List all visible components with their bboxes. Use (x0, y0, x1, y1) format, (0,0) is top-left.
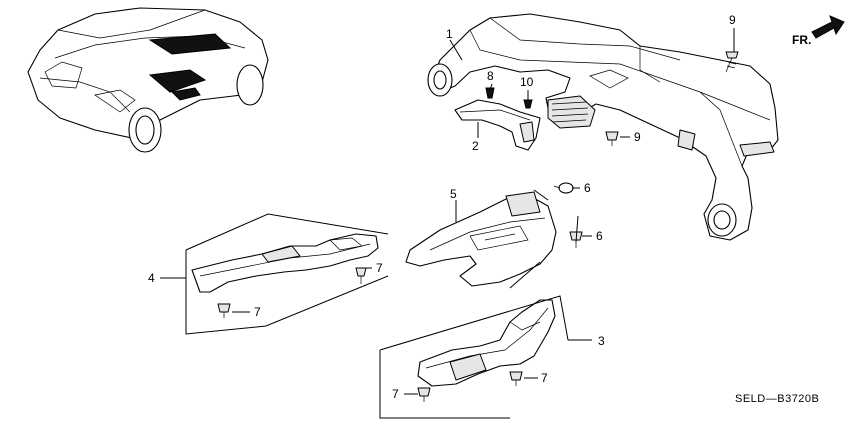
part-3-duct (417, 299, 556, 387)
callout-1: 1 (446, 27, 453, 41)
callout-5: 5 (450, 187, 457, 201)
callout-8: 8 (487, 69, 494, 83)
car-illustration (27, 7, 269, 153)
callout-9b: 9 (634, 130, 641, 144)
diagram-code: SELD—B3720B (735, 393, 819, 405)
callout-7c: 7 (392, 387, 399, 401)
arrow-icon (811, 15, 845, 39)
leader-lines (160, 28, 735, 395)
part-5-floor-duct (405, 191, 557, 287)
callout-4: 4 (148, 271, 155, 285)
fasteners (217, 51, 739, 402)
part-4-duct (191, 233, 379, 293)
part-2-bracket (454, 99, 541, 151)
callout-numbers: 1 2 3 4 5 6 6 7 7 7 7 8 9 9 10 (148, 13, 736, 401)
callout-7b: 7 (254, 305, 261, 319)
callout-7d: 7 (541, 371, 548, 385)
callout-7a: 7 (376, 261, 383, 275)
callout-2: 2 (472, 139, 479, 153)
direction-label: FR. (792, 33, 811, 47)
callout-6a: 6 (584, 181, 591, 195)
group-outlines (185, 189, 579, 419)
front-direction-indicator: FR. (792, 15, 845, 47)
callout-10: 10 (520, 75, 534, 89)
callout-3: 3 (598, 334, 605, 348)
callout-9a: 9 (729, 13, 736, 27)
part-1-duct-assembly (427, 13, 779, 241)
callout-6b: 6 (596, 229, 603, 243)
